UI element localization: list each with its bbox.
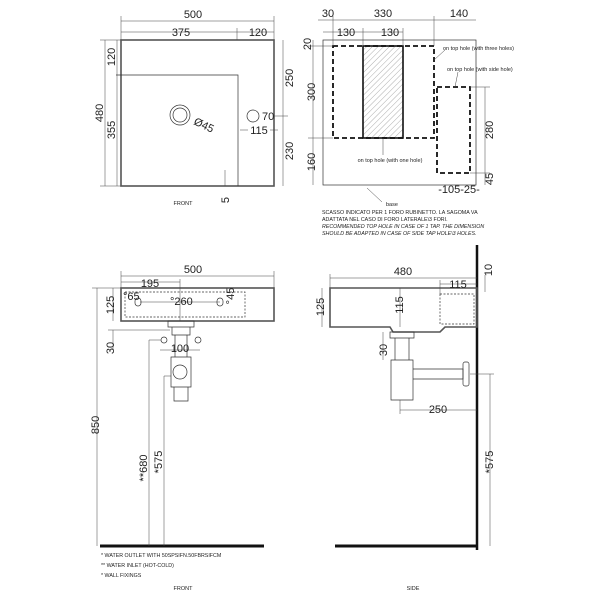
dim-480-side: 480 [394, 266, 412, 278]
dim-280: 280 [484, 121, 496, 139]
label-side-hole: on top hole (with side hole) [447, 67, 513, 73]
base-outline [322, 39, 477, 186]
note-line-3: RECOMMENDED TOP HOLE IN CASE OF 1 TAP. T… [322, 224, 484, 230]
dim-5: 5 [220, 197, 232, 203]
dim-480: 480 [94, 104, 106, 122]
dim-10: 10 [483, 264, 495, 276]
dim-105-25: -105-25- [438, 184, 480, 196]
dim-250: 250 [429, 404, 447, 416]
front-elevation: 500 195 °65 °260 °45 125 30 100 850 **68… [90, 264, 275, 592]
dim-30-side: 30 [378, 344, 390, 356]
dim-45: 45 [484, 173, 496, 185]
drain-outer [169, 104, 191, 126]
dim-330: 330 [374, 8, 392, 20]
label-one-hole: on top hole (with one hole) [358, 158, 423, 164]
dim-125: 125 [105, 296, 117, 314]
dim-160: 160 [306, 153, 318, 171]
dim-500-front: 500 [184, 264, 202, 276]
side-hole-cutout [436, 86, 471, 174]
note-line-1: SCASSO INDICATO PER 1 FORO RUBINETTO. LA… [322, 210, 478, 216]
dim-diameter-45: Ø45 [192, 116, 216, 136]
dim-375: 375 [172, 27, 190, 39]
dim-575-side: *575 [484, 451, 496, 474]
basin-hidden-bowl [124, 291, 246, 318]
basin-bowl-edge [116, 74, 239, 186]
top-view-cutout: 30 330 140 130 130 20 300 160 280 45 -10… [302, 8, 514, 237]
dim-30: 30 [322, 8, 334, 20]
basin-outline [120, 39, 275, 187]
label-base: base [386, 202, 398, 208]
top-view-front: 500 375 120 480 355 120 250 230 70 115 Ø… [94, 9, 296, 207]
dim-575-front: *575 [153, 451, 165, 474]
dim-125-side: 125 [315, 298, 327, 316]
dim-300: 300 [306, 83, 318, 101]
caption-front: FRONT [174, 586, 194, 592]
dim-20: 20 [302, 38, 314, 50]
dim-45-front: °45 [225, 288, 237, 305]
siphon-trap [167, 320, 195, 402]
dim-680: **680 [138, 455, 150, 482]
basin-front [120, 287, 275, 322]
three-holes-cutout [332, 45, 435, 139]
dim-100: 100 [171, 343, 189, 355]
dim-130-b: 130 [381, 27, 399, 39]
side-elevation: 480 10 115 125 115 30 250 *575 SIDE [315, 245, 496, 592]
basin-side-hidden [439, 293, 475, 325]
caption-front-top: FRONT [174, 201, 194, 207]
dim-260: °260 [170, 296, 193, 308]
drain-inner [172, 107, 188, 123]
basin-side [329, 287, 478, 333]
inlet-left [160, 336, 168, 344]
dim-115-side: 115 [449, 279, 467, 291]
siphon-side [389, 331, 464, 401]
dim-120-v: 120 [106, 48, 118, 66]
dim-230: 230 [284, 142, 296, 160]
dim-500: 500 [184, 9, 202, 21]
dim-115-vertical: 115 [394, 296, 406, 314]
dim-140: 140 [450, 8, 468, 20]
dim-355: 355 [106, 121, 118, 139]
wall-flange [462, 361, 470, 387]
note-line-2: ADATTATA NEL CASO DI FORO LATERALE\3 FOR… [322, 217, 448, 223]
dim-120: 120 [249, 27, 267, 39]
dim-195: 195 [141, 278, 159, 290]
trap-cleanout [172, 364, 188, 380]
dim-65: °65 [123, 291, 140, 303]
legend-water-outlet: * WATER OUTLET WITH 50SPSIFN.50FBRSIFCM [101, 553, 221, 559]
dim-115: 115 [250, 125, 268, 137]
dim-250: 250 [284, 69, 296, 87]
caption-side: SIDE [407, 586, 420, 592]
note-line-4: SHOULD BE ADAPTED IN CASE OF SIDE TAP HO… [322, 231, 477, 237]
dim-70: 70 [262, 111, 274, 123]
legend-wall-fixings: * WALL FIXINGS [101, 573, 142, 579]
dim-850: 850 [90, 416, 102, 434]
tap-hole [246, 109, 260, 123]
legend-water-inlet: ** WATER INLET (HOT-COLD) [101, 563, 174, 569]
dim-30-front: 30 [105, 342, 117, 354]
label-three-holes: on top hole (with three holes) [443, 46, 514, 52]
one-hole-cutout [362, 45, 404, 139]
dim-130-a: 130 [337, 27, 355, 39]
inlet-right [194, 336, 202, 344]
